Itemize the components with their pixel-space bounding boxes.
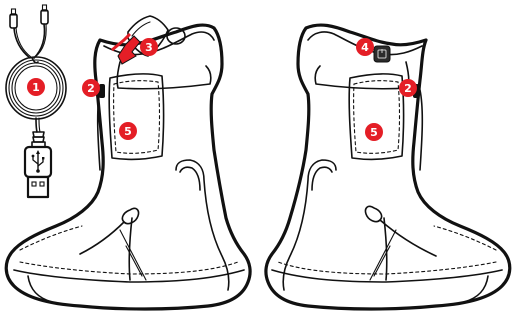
marker-1: 1	[27, 78, 45, 96]
svg-text:5: 5	[370, 126, 378, 139]
left-liner-connector	[99, 84, 105, 98]
svg-text:2: 2	[87, 82, 95, 95]
marker-3: 3	[140, 38, 158, 56]
usb-connector	[25, 147, 51, 197]
marker-5-left: 5	[119, 122, 137, 140]
marker-5-right: 5	[365, 123, 383, 141]
marker-4: 4	[356, 38, 374, 56]
power-button-icon	[374, 46, 390, 62]
marker-2-right: 2	[399, 79, 417, 97]
svg-text:4: 4	[361, 41, 369, 54]
marker-2-left: 2	[82, 79, 100, 97]
cable-strain-relief	[32, 132, 45, 147]
svg-text:2: 2	[404, 82, 412, 95]
cable-plug-a	[10, 9, 17, 28]
charging-cable	[6, 5, 66, 197]
svg-text:1: 1	[32, 81, 40, 94]
svg-text:3: 3	[145, 41, 153, 54]
svg-text:5: 5	[124, 125, 132, 138]
cable-plug-b	[41, 5, 48, 24]
right-liner	[266, 25, 510, 309]
